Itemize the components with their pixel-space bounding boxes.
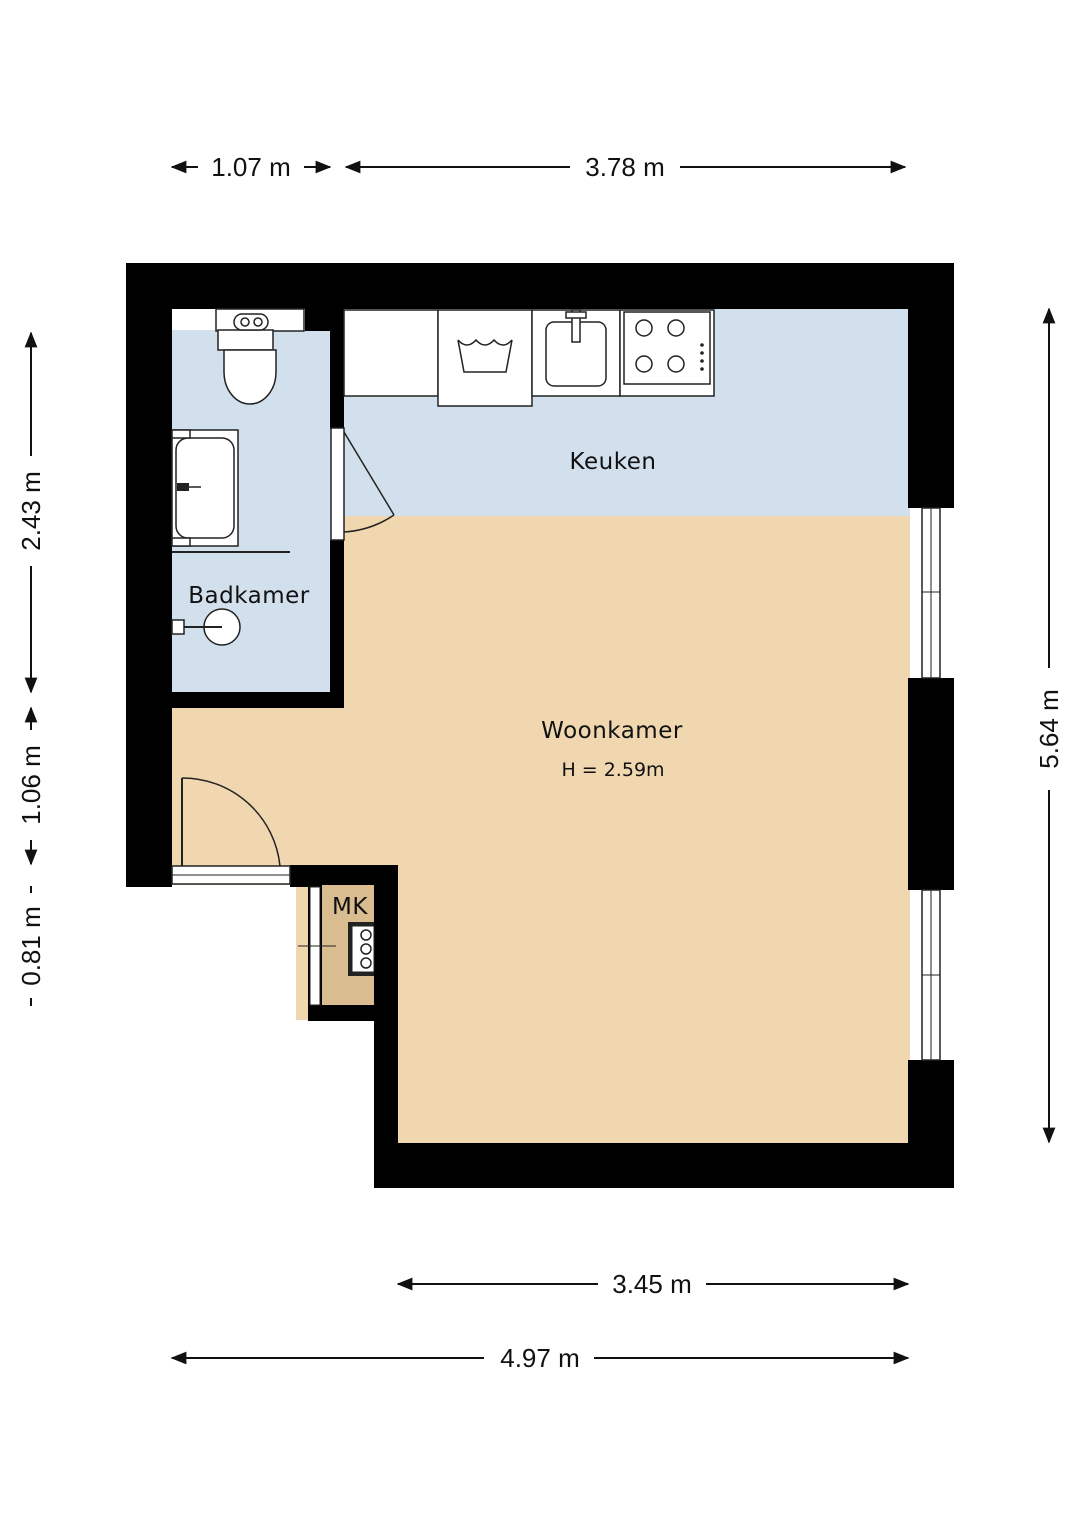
meter-icon (348, 922, 375, 976)
dimension-label: 1.07 m (211, 152, 291, 182)
kitchen-sink-icon (545, 309, 607, 387)
meterkast-door (298, 886, 336, 1006)
dimension-top-right: 3.78 m (344, 152, 907, 182)
cooktop-icon (623, 311, 711, 385)
exterior-cutout (126, 885, 296, 1205)
room-height-label: H = 2.59m (561, 759, 664, 781)
exterior-cutout-2 (290, 1020, 375, 1205)
dimension-bottom-outer: 4.97 m (170, 1343, 910, 1373)
room-label-keuken: Keuken (570, 449, 657, 475)
shower-icon (171, 429, 290, 553)
dimension-label: 1.06 m (16, 745, 46, 825)
dimension-label: 5.64 m (1034, 689, 1064, 769)
dimension-label: 2.43 m (16, 471, 46, 551)
dimension-label: 3.45 m (612, 1269, 692, 1299)
dimension-label: 0.81 m (16, 906, 46, 986)
dimension-label: 4.97 m (500, 1343, 580, 1373)
dimension-left-bottom: 0.81 m (16, 886, 46, 1006)
room-label-mk: MK (332, 894, 368, 920)
room-label-woonkamer: Woonkamer (541, 718, 683, 744)
dimension-top-left: 1.07 m (170, 152, 332, 182)
dimension-right: 5.64 m (1034, 307, 1064, 1144)
window-right-upper (921, 507, 941, 679)
walls (126, 263, 954, 1188)
washing-machine-icon (457, 338, 513, 373)
room-label-badkamer: Badkamer (188, 583, 310, 609)
toilet-icon (215, 308, 305, 405)
front-door (171, 777, 291, 885)
dimension-bottom-inner: 3.45 m (396, 1269, 910, 1299)
washbasin-icon (171, 608, 241, 646)
window-right-lower (921, 889, 941, 1061)
dimension-left-middle: 1.06 m (16, 706, 46, 866)
dimension-label: 3.78 m (585, 152, 665, 182)
bathroom-door (330, 427, 395, 541)
dimension-left-top: 2.43 m (16, 331, 46, 694)
